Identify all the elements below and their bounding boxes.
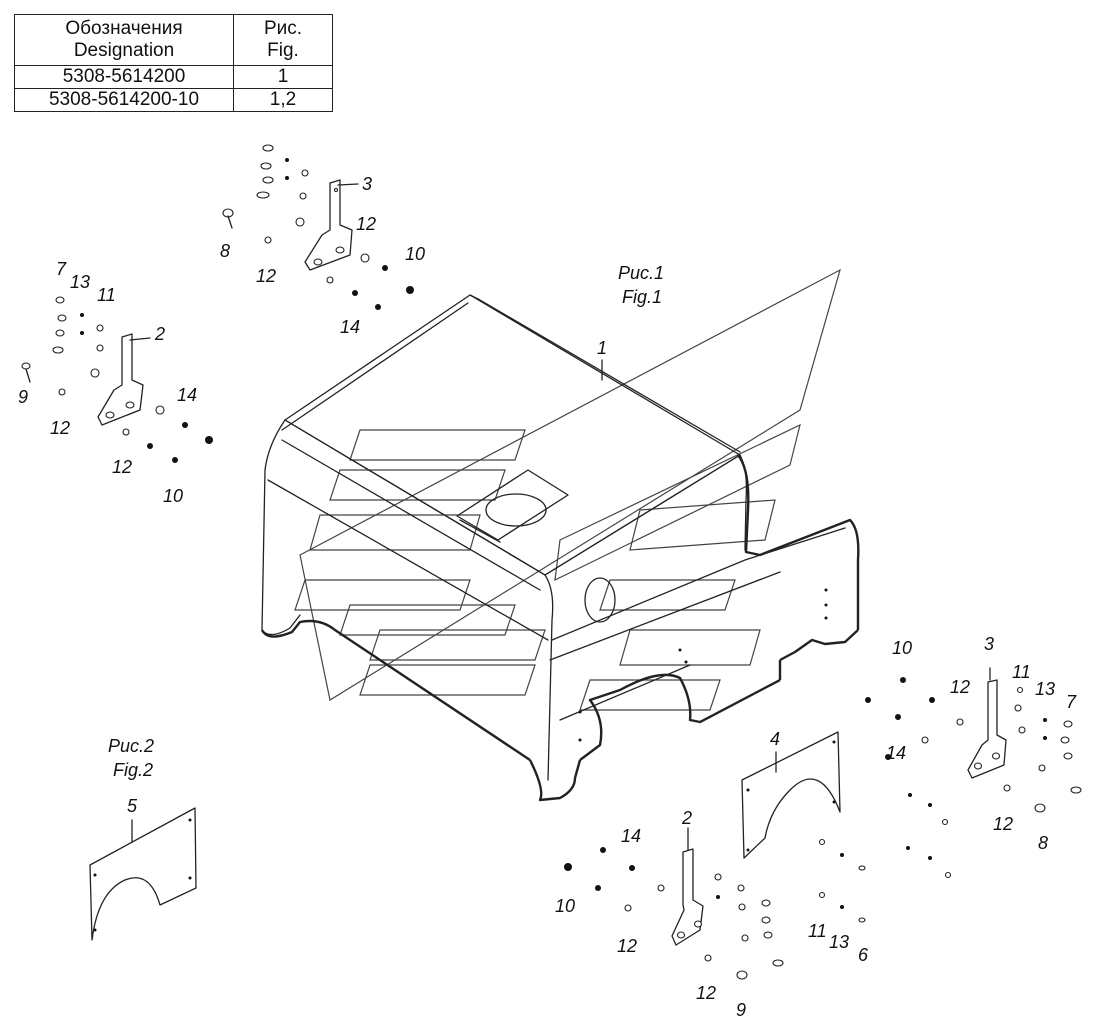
fasteners-bottom-group	[564, 838, 866, 980]
fig2-caption-ru: Рис.2	[108, 736, 154, 756]
cover-plate-part-4	[741, 731, 841, 859]
callout-5: 5	[127, 796, 138, 816]
table-header-row: Обозначения Designation Рис. Fig.	[14, 14, 333, 66]
callout-8: 8	[1038, 833, 1048, 853]
callout-11: 11	[808, 921, 827, 941]
callout-7: 7	[56, 259, 67, 279]
callout-3: 3	[362, 174, 372, 194]
callout-12: 12	[617, 936, 637, 956]
callout-12: 12	[950, 677, 970, 697]
callout-4: 4	[770, 729, 780, 749]
callout-12: 12	[50, 418, 70, 438]
bracket-part-2-left	[97, 333, 144, 426]
engine-hood-part-1	[260, 294, 860, 802]
fig1-caption-ru: Рис.1	[618, 263, 664, 283]
callout-10: 10	[892, 638, 912, 658]
callout-11: 11	[97, 285, 116, 305]
bracket-part-2-bottom	[671, 848, 704, 946]
callout-13: 13	[829, 932, 849, 952]
callout-7: 7	[1066, 692, 1077, 712]
callout-3: 3	[984, 634, 994, 654]
callout-14: 14	[886, 743, 906, 763]
callout-10: 10	[405, 244, 425, 264]
callout-12: 12	[256, 266, 276, 286]
callout-6: 6	[858, 945, 869, 965]
callout-11: 11	[1012, 662, 1031, 682]
callout-14: 14	[621, 826, 641, 846]
callout-9: 9	[18, 387, 28, 407]
callout-12: 12	[356, 214, 376, 234]
row-designation: 5308-5614200-10	[14, 88, 234, 112]
header-designation: Обозначения Designation	[14, 14, 234, 66]
bracket-part-3-top	[304, 179, 353, 271]
header-fig: Рис. Fig.	[233, 14, 333, 66]
table-row: 5308-5614200-10 1,2	[14, 88, 333, 112]
watermark-logo	[294, 268, 841, 711]
callout-12: 12	[993, 814, 1013, 834]
row-fig: 1,2	[233, 88, 333, 112]
cover-plate-part-5	[89, 807, 197, 941]
bracket-part-3-right	[967, 679, 1007, 779]
designation-table: Обозначения Designation Рис. Fig. 5308-5…	[14, 14, 333, 112]
callout-14: 14	[177, 385, 197, 405]
fig1-caption-en: Fig.1	[622, 287, 662, 307]
callout-1: 1	[597, 338, 607, 358]
callout-9: 9	[736, 1000, 746, 1020]
fasteners-top-group	[222, 144, 414, 310]
table-row: 5308-5614200 1	[14, 65, 333, 89]
callout-14: 14	[340, 317, 360, 337]
callout-2: 2	[681, 808, 692, 828]
fasteners-left-group	[21, 296, 213, 463]
callout-10: 10	[163, 486, 183, 506]
callout-2: 2	[154, 324, 165, 344]
fasteners-right-group	[865, 677, 1082, 879]
row-fig: 1	[233, 65, 333, 89]
callout-8: 8	[220, 241, 230, 261]
callout-12: 12	[696, 983, 716, 1003]
leader-lines	[129, 183, 991, 851]
callout-13: 13	[70, 272, 90, 292]
callout-13: 13	[1035, 679, 1055, 699]
callout-10: 10	[555, 896, 575, 916]
fig2-caption-en: Fig.2	[113, 760, 153, 780]
callout-12: 12	[112, 457, 132, 477]
